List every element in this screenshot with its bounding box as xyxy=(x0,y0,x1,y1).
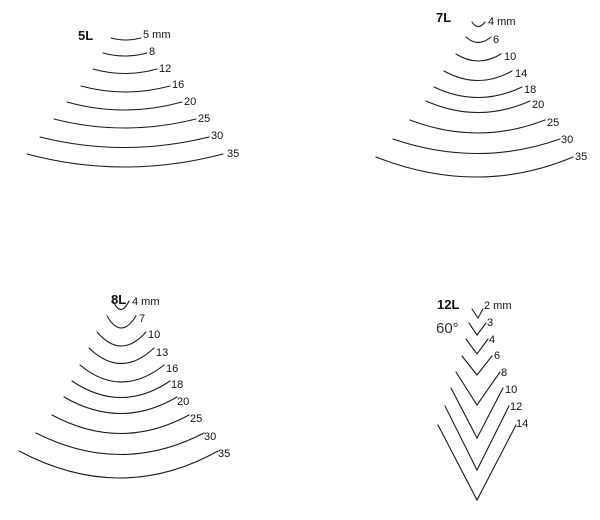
v-profile xyxy=(468,322,487,336)
sweep-label: 14 xyxy=(515,68,527,80)
sweep-curve xyxy=(63,396,178,415)
sweep-curve xyxy=(79,364,165,383)
sweep-label: 7 xyxy=(139,313,145,325)
sweep-curve xyxy=(112,300,130,311)
set-title: 8L xyxy=(111,292,126,307)
sweep-label: 4 mm xyxy=(488,16,516,28)
sweep-curve xyxy=(88,347,155,365)
sweep-curve xyxy=(71,380,171,398)
sweep-label: 6 xyxy=(493,34,499,46)
sweep-curve xyxy=(433,86,523,99)
sweep-curve xyxy=(53,118,197,129)
sweep-label: 14 xyxy=(516,418,528,430)
sweep-label: 12 xyxy=(159,63,171,75)
v-profile xyxy=(437,424,517,502)
angle-label: 60° xyxy=(436,320,459,337)
sweep-label: 4 mm xyxy=(132,296,160,308)
sweep-label: 3 xyxy=(487,317,493,329)
sweep-label: 35 xyxy=(227,148,239,160)
sweep-curve xyxy=(375,156,574,178)
sweep-curve xyxy=(66,101,183,111)
sweep-curve xyxy=(35,432,205,456)
sweep-curve xyxy=(80,85,171,93)
sweep-label: 10 xyxy=(148,329,160,341)
sweep-label: 8 xyxy=(501,367,507,379)
sweep-label: 16 xyxy=(166,363,178,375)
sweep-label: 30 xyxy=(561,134,573,146)
sweep-curve xyxy=(392,138,561,155)
v-profile xyxy=(455,371,501,406)
sweep-label: 12 xyxy=(510,401,522,413)
sweep-label: 2 mm xyxy=(484,300,512,312)
sweep-curve xyxy=(110,37,142,41)
sweep-label: 25 xyxy=(547,117,559,129)
sweep-label: 18 xyxy=(171,379,183,391)
sweep-set-5l: 5L 5 mm 8 12 16 20 25 30 35 xyxy=(26,28,239,168)
sweep-curve xyxy=(96,331,147,347)
sweep-label: 20 xyxy=(177,396,189,408)
set-title: 5L xyxy=(78,28,93,43)
sweep-label: 13 xyxy=(156,347,168,359)
sweep-curve xyxy=(39,136,210,149)
sweep-curve xyxy=(455,53,502,62)
sweep-label: 18 xyxy=(524,84,536,96)
sweep-label: 8 xyxy=(149,46,155,58)
sweep-set-7l: 7L 4 mm 6 10 14 18 20 25 30 35 xyxy=(375,10,587,178)
sweep-label: 16 xyxy=(172,79,184,91)
sweep-label: 10 xyxy=(505,384,517,396)
sweep-label: 10 xyxy=(504,51,516,63)
v-profile xyxy=(461,355,493,376)
v-profile xyxy=(444,405,510,472)
set-title: 12L xyxy=(437,297,459,312)
v-profile xyxy=(471,308,484,320)
v-profile xyxy=(465,338,489,355)
sweep-label: 30 xyxy=(211,130,223,142)
sweep-curve xyxy=(51,414,190,434)
set-title: 7L xyxy=(436,10,451,25)
sweep-curve xyxy=(465,36,492,44)
sweep-curve xyxy=(26,153,224,168)
sweep-curve xyxy=(106,315,137,329)
sweep-label: 20 xyxy=(532,99,544,111)
sweep-set-12l: 12L 60° 2 mm 3 4 6 8 10 12 14 xyxy=(436,297,528,502)
sweep-curve xyxy=(443,70,513,81)
sweep-curve xyxy=(102,52,148,57)
sweep-label: 4 xyxy=(489,334,495,346)
sweep-label: 35 xyxy=(575,151,587,163)
sweep-label: 25 xyxy=(190,413,202,425)
sweep-curve xyxy=(425,100,531,113)
sweep-label: 30 xyxy=(204,431,216,443)
sweep-curve xyxy=(409,119,546,134)
sweep-curve xyxy=(92,68,158,74)
sweep-set-8l: 8L 4 mm 7 10 13 16 18 20 25 30 35 xyxy=(18,292,230,479)
sweep-label: 20 xyxy=(184,96,196,108)
sweep-label: 35 xyxy=(218,448,230,460)
sweep-label: 6 xyxy=(494,350,500,362)
sweep-curve xyxy=(18,450,219,479)
sweep-label: 25 xyxy=(198,113,210,125)
v-profile xyxy=(450,387,504,440)
sweep-label: 5 mm xyxy=(143,29,171,41)
sweep-curve xyxy=(471,21,486,28)
